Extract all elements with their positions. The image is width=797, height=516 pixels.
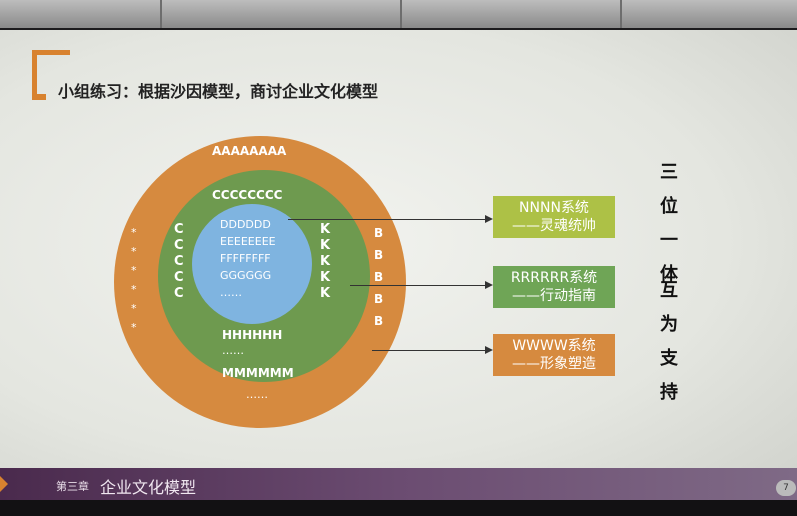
side-char: 位 [660,196,678,217]
title-bracket-decoration [32,50,70,100]
arrow-to-nnnn [288,219,485,220]
inner-line: EEEEEEEE [220,235,276,248]
ring-letter: C [174,254,184,269]
star-mark: * [131,302,137,315]
ceiling-seam [620,0,622,28]
slide-footer: 第三章 企业文化模型 7 [0,468,797,500]
arrow-to-rrrrrr [350,285,485,286]
rrrrrr-system-box: RRRRRR系统 ——行动指南 [493,266,615,308]
side-char: 三 [660,162,678,183]
ring-letter: K [320,270,331,285]
title-bracket-decoration [32,94,46,100]
side-char: 持 [660,382,678,403]
side-text-mutual-support: 互 为 支 持 [660,276,678,404]
slide-title: 小组练习：根据沙因模型，商讨企业文化模型 [58,82,379,101]
outer-ring-left-marks: * * * * * * [131,226,137,334]
inner-circle-lines: DDDDDD EEEEEEEE FFFFFFFF GGGGGG …… [220,216,276,301]
star-mark: * [131,321,137,334]
arrow-head-icon [485,346,493,354]
page-number-badge: 7 [776,480,796,496]
star-mark: * [131,226,137,239]
middle-ring-top-label: CCCCCCCC [212,188,283,202]
nnnn-system-box: NNNN系统 ——灵魂统帅 [493,196,615,238]
box-title: WWWW系统 [512,338,596,354]
ring-letter: K [320,254,331,269]
outer-ring-bottom-dots: …… [246,388,268,401]
inner-line: GGGGGG [220,269,272,282]
ceiling-seam [160,0,162,28]
ring-letter: C [174,222,184,237]
inner-line: DDDDDD [220,218,271,231]
ring-letter: C [174,238,184,253]
arrow-head-icon [485,215,493,223]
footer-arrow-icon [0,476,8,492]
middle-ring-bottom-dots: …… [222,344,244,357]
side-char: 支 [660,348,678,369]
ring-letter: C [174,270,184,285]
middle-ring-right-letters: K K K K K [320,222,330,301]
outer-ring-right-letters: B B B B B [374,226,383,328]
ring-letter: K [320,222,331,237]
box-title: RRRRRR系统 [510,270,598,286]
arrow-to-wwww [372,350,485,351]
ring-letter: B [374,292,384,306]
footer-title: 企业文化模型 [100,478,197,497]
star-mark: * [131,283,137,296]
ceiling [0,0,797,28]
outer-ring-bottom-label: MMMMMM [222,366,294,380]
projected-slide: 小组练习：根据沙因模型，商讨企业文化模型 AAAAAAAA MMMMMM …… … [0,30,797,500]
star-mark: * [131,264,137,277]
ceiling-seam [400,0,402,28]
box-subtitle: ——行动指南 [512,288,596,304]
side-char: 为 [660,314,678,335]
wwww-system-box: WWWW系统 ——形象塑造 [493,334,615,376]
middle-ring-bottom-label: HHHHHH [222,328,283,342]
outer-ring-top-label: AAAAAAAA [212,144,287,158]
inner-line: FFFFFFFF [220,252,271,265]
ring-letter: B [374,248,384,262]
middle-ring-left-letters: C C C C C [174,222,184,301]
ring-letter: C [174,286,184,301]
side-text-trinity: 三 位 一 体 [660,158,678,286]
arrow-head-icon [485,281,493,289]
screen-bottom-edge [0,500,797,516]
ring-letter: K [320,286,331,301]
ring-letter: B [374,226,384,240]
box-subtitle: ——形象塑造 [512,356,596,372]
footer-chapter: 第三章 [56,480,89,493]
side-char: 互 [660,280,678,301]
box-title: NNNN系统 [519,200,589,216]
ring-letter: B [374,270,384,284]
side-char: 体 [660,264,678,285]
box-subtitle: ——灵魂统帅 [512,218,596,234]
inner-circle [192,204,312,324]
side-char: 一 [660,230,678,251]
ring-letter: B [374,314,384,328]
inner-line: …… [220,286,242,299]
star-mark: * [131,245,137,258]
ring-letter: K [320,238,331,253]
